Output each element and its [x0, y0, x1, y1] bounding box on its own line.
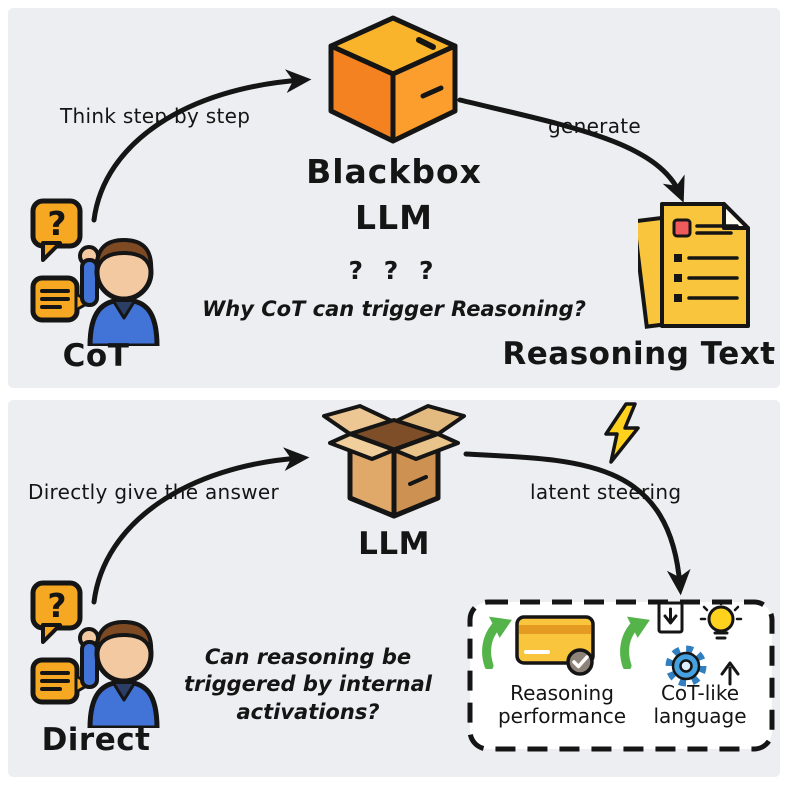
lightbulb-icon	[699, 600, 743, 640]
cot-user-label: CoT	[62, 338, 130, 374]
performance-up-arrow-icon	[480, 610, 516, 674]
blackbox-panel: Think step by step Blackbox LLM ? ? ? Wh…	[8, 8, 780, 388]
mystery-marks: ? ? ?	[348, 256, 440, 285]
generate-arrow-label: generate	[548, 114, 642, 138]
closed-box-icon	[328, 15, 458, 144]
open-box-icon	[322, 404, 466, 519]
direct-user-label: Direct	[41, 722, 151, 758]
credit-card-check-icon	[515, 615, 595, 676]
gear-icon	[665, 645, 707, 687]
bottom-research-question: Can reasoning be triggered by internal a…	[184, 645, 432, 724]
lightning-icon	[604, 402, 640, 464]
blackbox-title-line1: Blackbox	[306, 152, 482, 191]
cot-user-icon	[30, 198, 162, 346]
blackbox-title-line2: LLM	[355, 198, 433, 237]
up-arrow-icon	[720, 661, 740, 686]
whitebox-panel: Directly give the answer LLM latent stee…	[8, 400, 780, 777]
direct-arrow-label: Directly give the answer	[28, 480, 279, 504]
reasoning-text-label: Reasoning Text	[502, 336, 776, 372]
cot-like-language-label: CoT-like language	[653, 681, 747, 728]
reasoning-documents-icon	[638, 202, 750, 329]
prompt-arrow-label: Think step by step	[60, 104, 251, 128]
llm-title: LLM	[358, 526, 430, 562]
steering-arrow-label: latent steering	[530, 480, 682, 504]
steering-outcomes-box: Reasoning performance	[466, 598, 776, 753]
direct-user-icon	[30, 580, 162, 728]
reasoning-performance-label: Reasoning performance	[497, 681, 627, 728]
language-up-arrow-icon	[618, 610, 654, 674]
steering-arrow	[463, 451, 691, 596]
cot-language-icons	[657, 600, 743, 687]
download-doc-icon	[657, 601, 684, 634]
top-research-question: Why CoT can trigger Reasoning?	[202, 297, 586, 321]
